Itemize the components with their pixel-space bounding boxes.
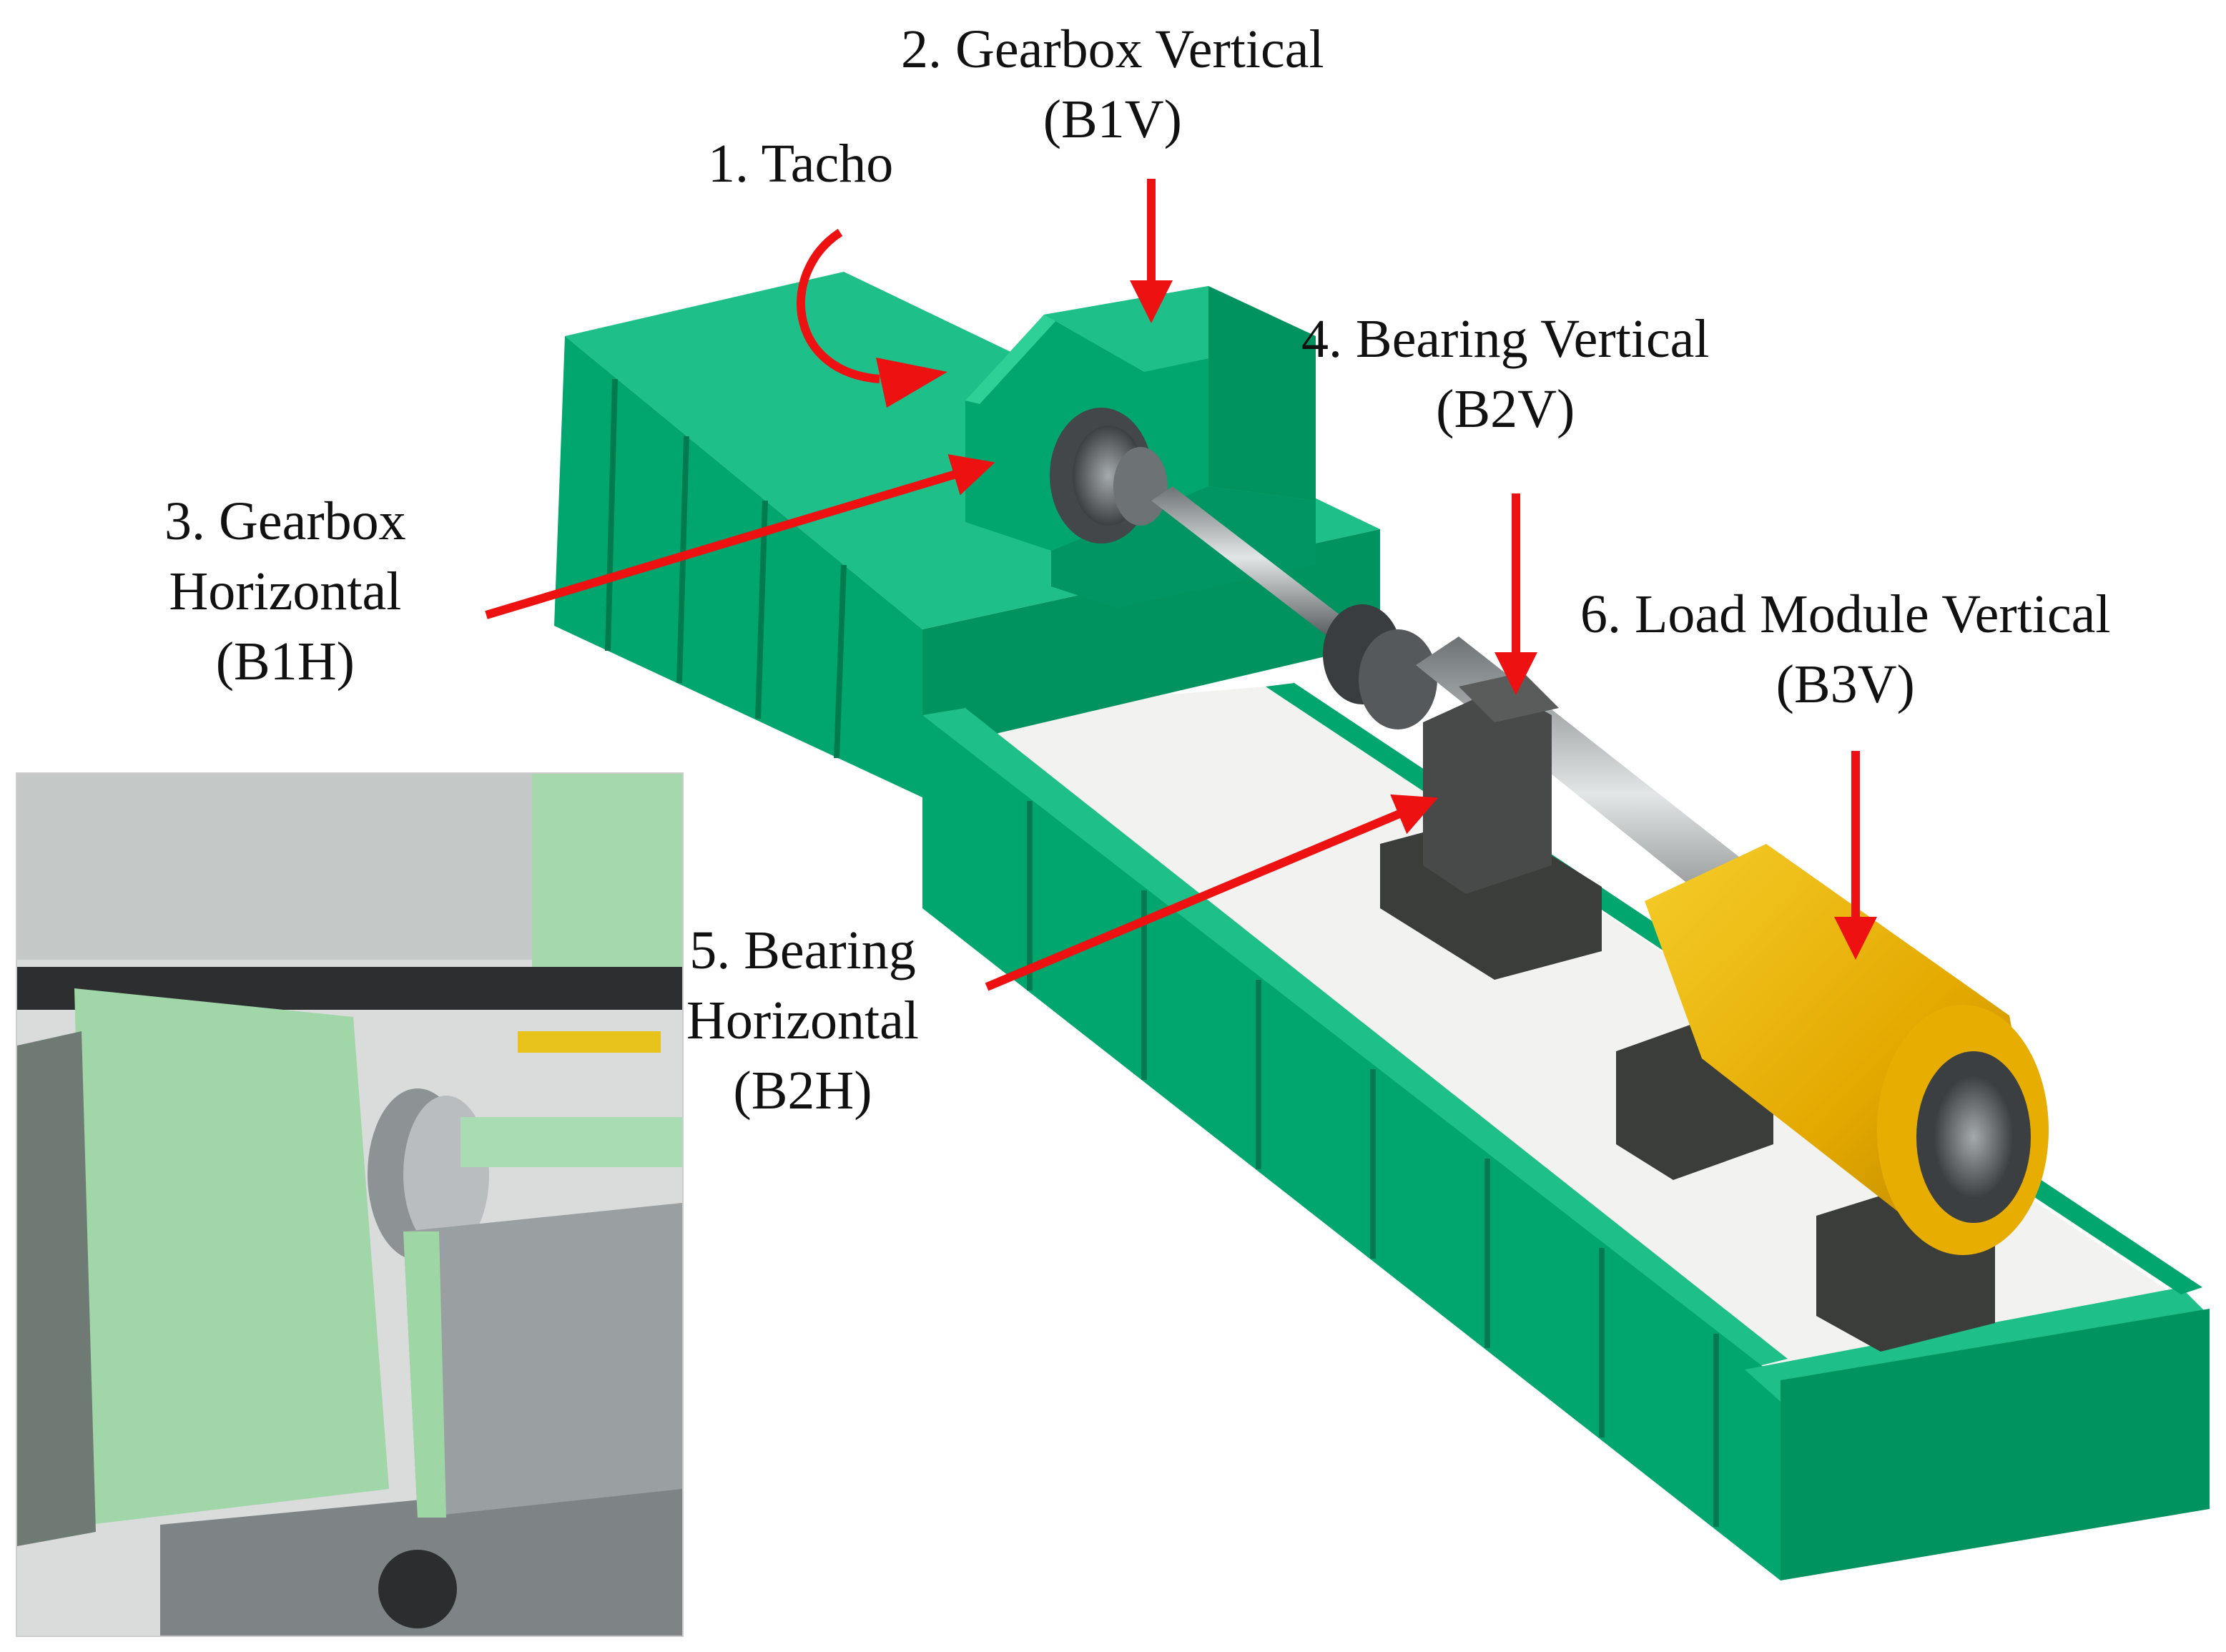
front-rail-face bbox=[922, 715, 1781, 1580]
bearing-block bbox=[1380, 672, 1602, 980]
label-tacho: 1. Tacho bbox=[708, 129, 893, 199]
label-load-module-vertical-line1: 6. Load Module Vertical bbox=[1580, 584, 2111, 644]
label-bearing-horizontal-line3: (B2H) bbox=[733, 1061, 872, 1121]
arrow-b1h bbox=[485, 454, 995, 619]
label-bearing-vertical-line1: 4. Bearing Vertical bbox=[1301, 309, 1710, 369]
label-gearbox-vertical-line1: 2. Gearbox Vertical bbox=[901, 19, 1324, 79]
tacho-rotation-icon bbox=[797, 228, 947, 408]
end-rail-face bbox=[1781, 1309, 2210, 1580]
label-gearbox-horizontal-line2: Horizontal bbox=[169, 561, 402, 621]
arrow-b2h bbox=[985, 794, 1439, 991]
label-load-module-vertical-line2: (B3V) bbox=[1776, 654, 1915, 714]
rig-photo bbox=[16, 772, 684, 1637]
label-bearing-vertical-line2: (B2V) bbox=[1436, 379, 1575, 439]
label-tacho-line1: 1. Tacho bbox=[708, 134, 894, 194]
label-gearbox-horizontal-line3: (B1H) bbox=[215, 631, 355, 692]
label-bearing-horizontal-line1: 5. Bearing bbox=[689, 920, 916, 980]
load-module bbox=[1645, 844, 2049, 1255]
front-rail-top bbox=[922, 708, 1788, 1370]
label-load-module-vertical: 6. Load Module Vertical (B3V) bbox=[1580, 579, 2111, 719]
label-gearbox-vertical: 2. Gearbox Vertical (B1V) bbox=[901, 14, 1324, 154]
label-bearing-horizontal: 5. Bearing Horizontal (B2H) bbox=[686, 915, 919, 1126]
label-gearbox-horizontal: 3. Gearbox Horizontal (B1H) bbox=[164, 486, 406, 697]
platform-front-face bbox=[554, 336, 922, 797]
label-gearbox-horizontal-line1: 3. Gearbox bbox=[164, 491, 406, 551]
sensor-arrows bbox=[485, 179, 1877, 991]
label-gearbox-vertical-line2: (B1V) bbox=[1043, 89, 1182, 149]
label-bearing-vertical: 4. Bearing Vertical (B2V) bbox=[1301, 304, 1710, 444]
gearbox bbox=[965, 286, 1316, 608]
label-bearing-horizontal-line2: Horizontal bbox=[686, 990, 920, 1051]
gearbox-flange bbox=[1050, 408, 1168, 544]
